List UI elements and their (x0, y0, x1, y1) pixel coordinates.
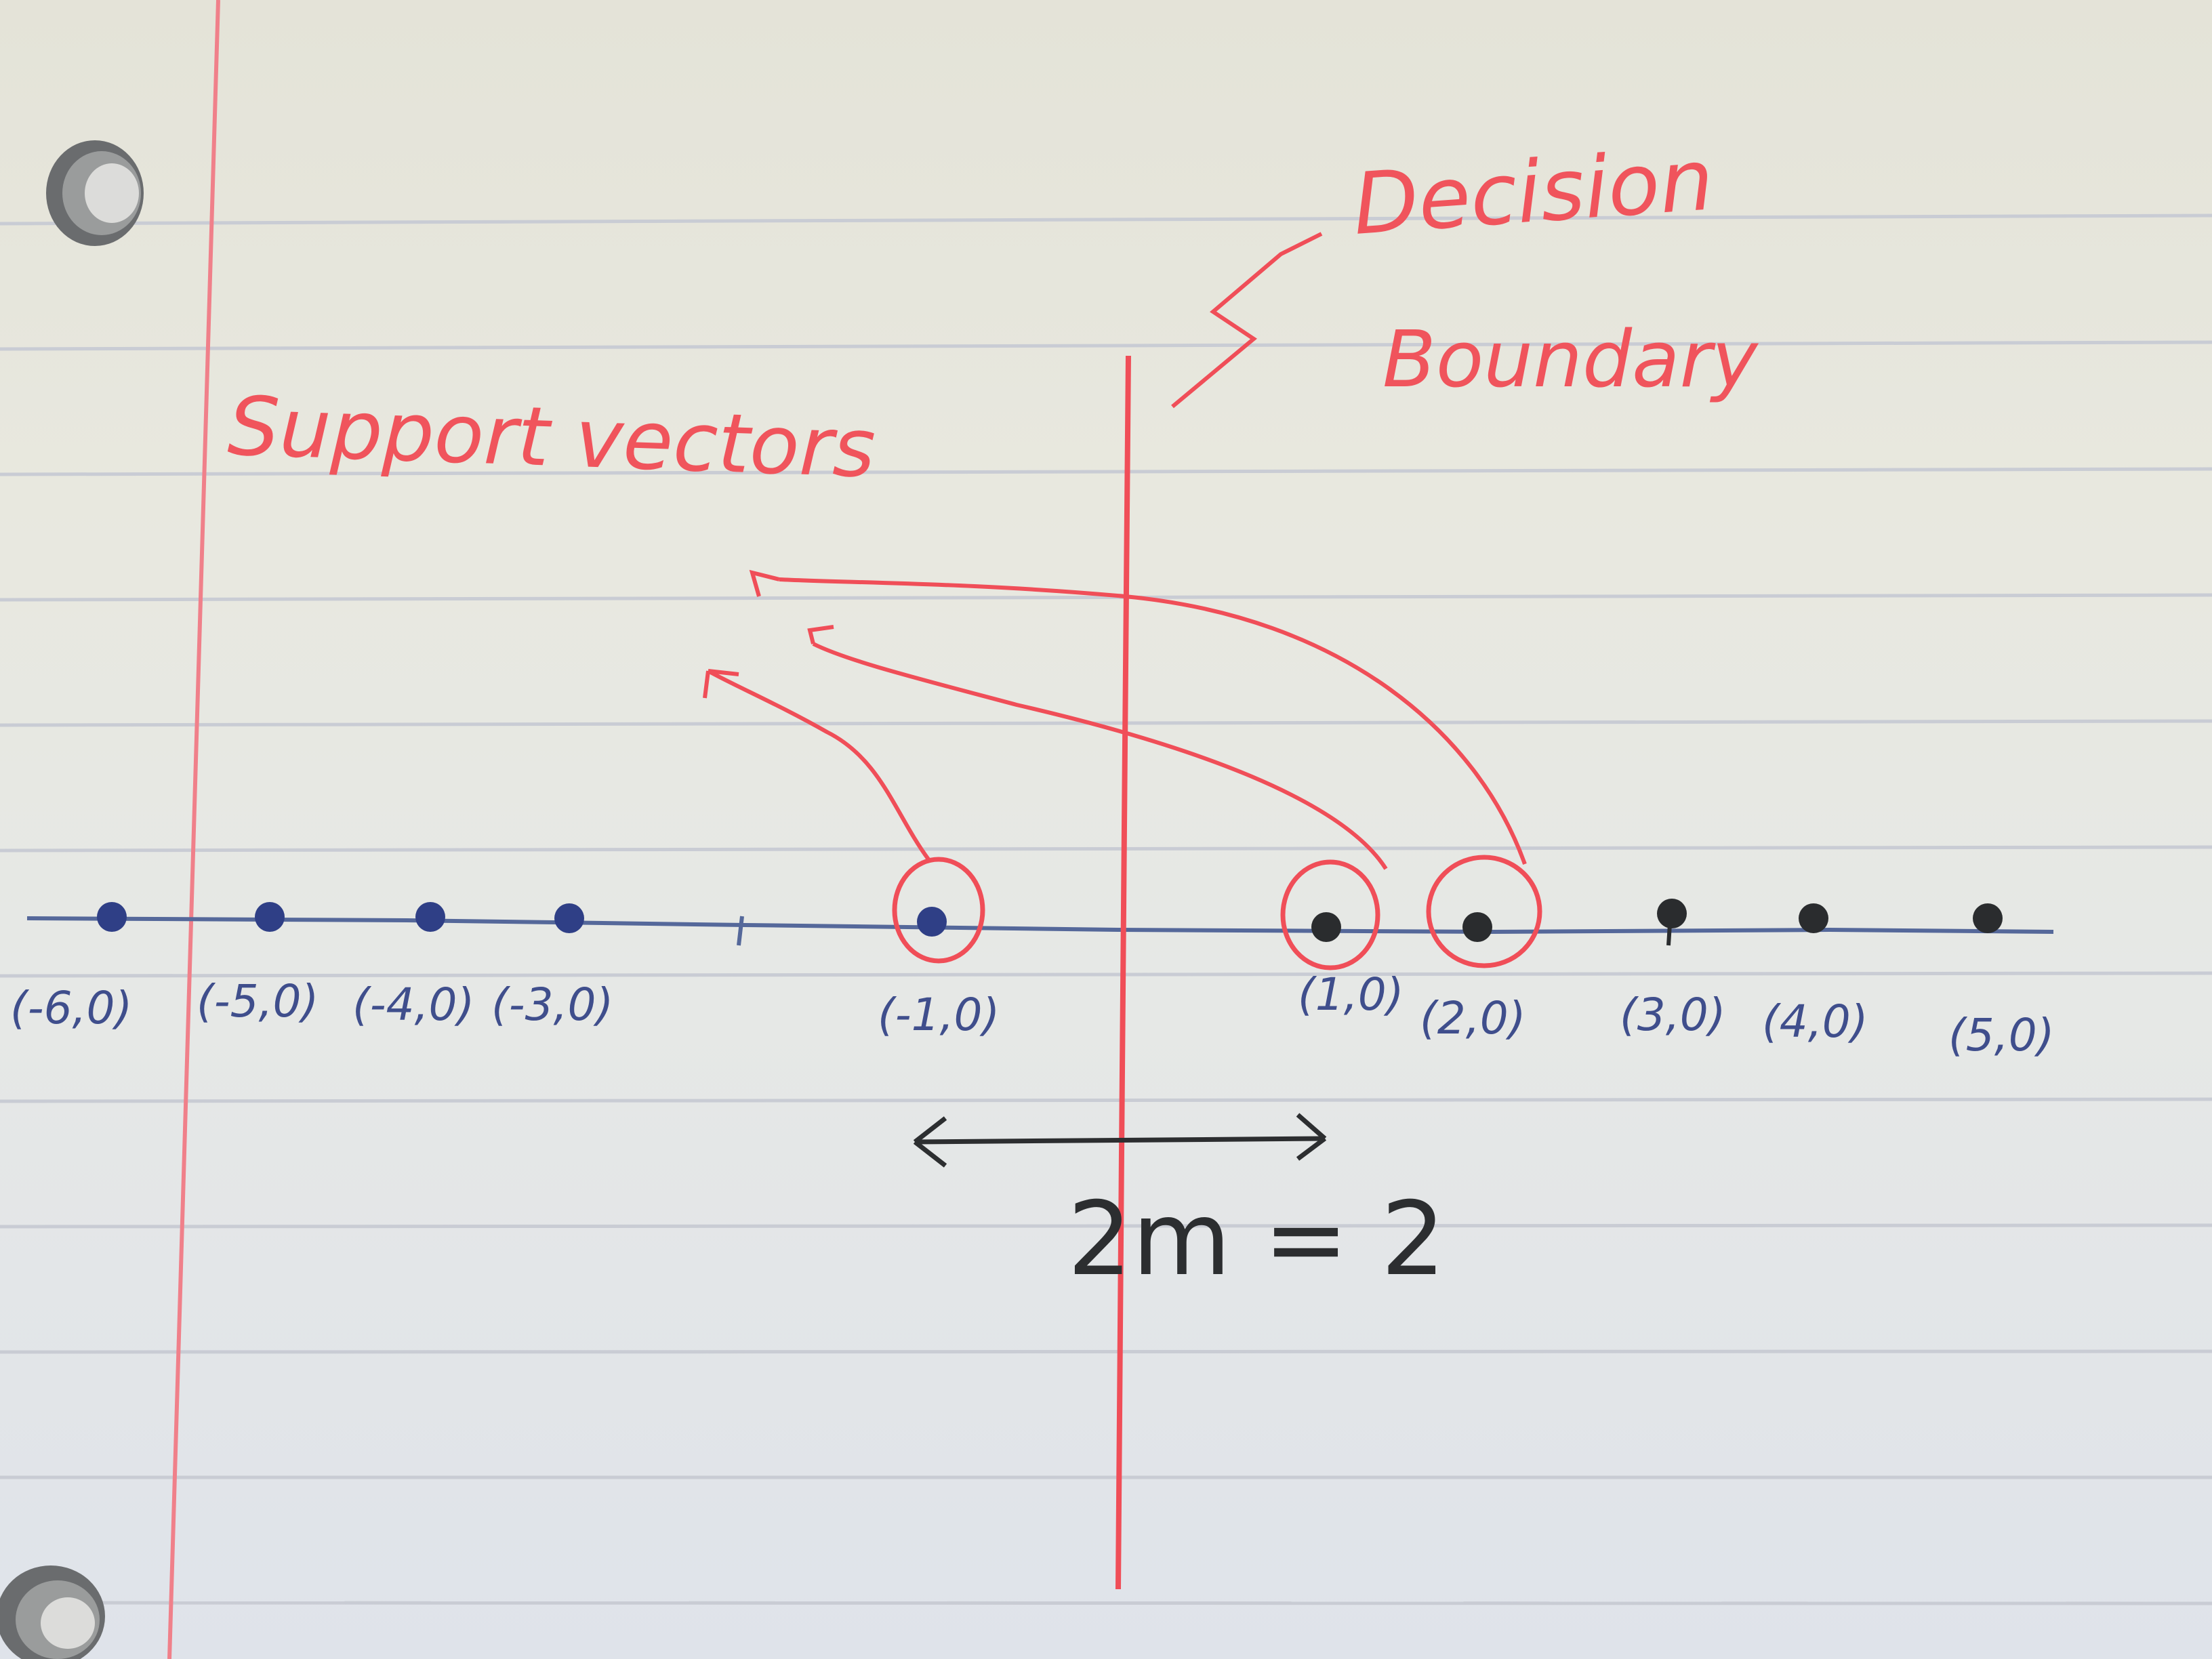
binder-hole-icon (46, 140, 144, 246)
support-vector-circle (1426, 855, 1542, 968)
binder-hole-icon (0, 1565, 105, 1659)
positive-point-labels: (1,0) (2,0) (3,0) (4,0) (5,0) (1298, 968, 2054, 1061)
data-point (1973, 903, 2003, 933)
support-vector-circles (892, 855, 1542, 970)
margin-line (167, 0, 220, 1659)
decision-boundary-label-line2: Boundary (1382, 314, 1759, 405)
negative-point-labels: (-6,0) (-5,0) (-4,0) (-3,0) (-1,0) (10, 975, 1000, 1041)
data-point (1462, 912, 1492, 942)
negative-points (97, 902, 947, 937)
point-label: (1,0) (1298, 968, 1404, 1021)
data-point (1657, 899, 1687, 928)
point-label: (3,0) (1620, 989, 1725, 1041)
data-point (554, 903, 584, 933)
data-point (1311, 912, 1341, 942)
ruled-lines (0, 213, 2212, 1605)
margin-equation: 2m = 2 (1067, 1181, 1446, 1298)
tick-mark (737, 916, 744, 946)
point-label: (-6,0) (10, 982, 132, 1034)
number-line (26, 916, 2054, 935)
decision-boundary-label-line1: Decision (1350, 131, 1717, 254)
data-point (255, 902, 285, 932)
support-vectors-label: Support vectors (226, 380, 877, 496)
point-label: (5,0) (1948, 1009, 2054, 1061)
support-vector-circle (1280, 859, 1380, 970)
data-point (97, 902, 127, 932)
data-point (917, 907, 947, 937)
positive-points (1311, 899, 2003, 946)
data-point (1799, 903, 1828, 933)
support-vector-circle (892, 857, 985, 964)
boundary-pointer (1171, 232, 1323, 409)
data-point (415, 902, 445, 932)
point-label: (-5,0) (197, 975, 319, 1027)
point-label: (2,0) (1420, 992, 1525, 1044)
margin-arrow (913, 1113, 1327, 1168)
point-label: (-3,0) (491, 979, 613, 1031)
support-vector-arrows (703, 569, 1527, 870)
point-label: (-4,0) (352, 979, 474, 1031)
decision-boundary-line (1115, 355, 1131, 1590)
point-label: (-1,0) (878, 989, 1000, 1041)
point-label: (4,0) (1762, 996, 1868, 1048)
